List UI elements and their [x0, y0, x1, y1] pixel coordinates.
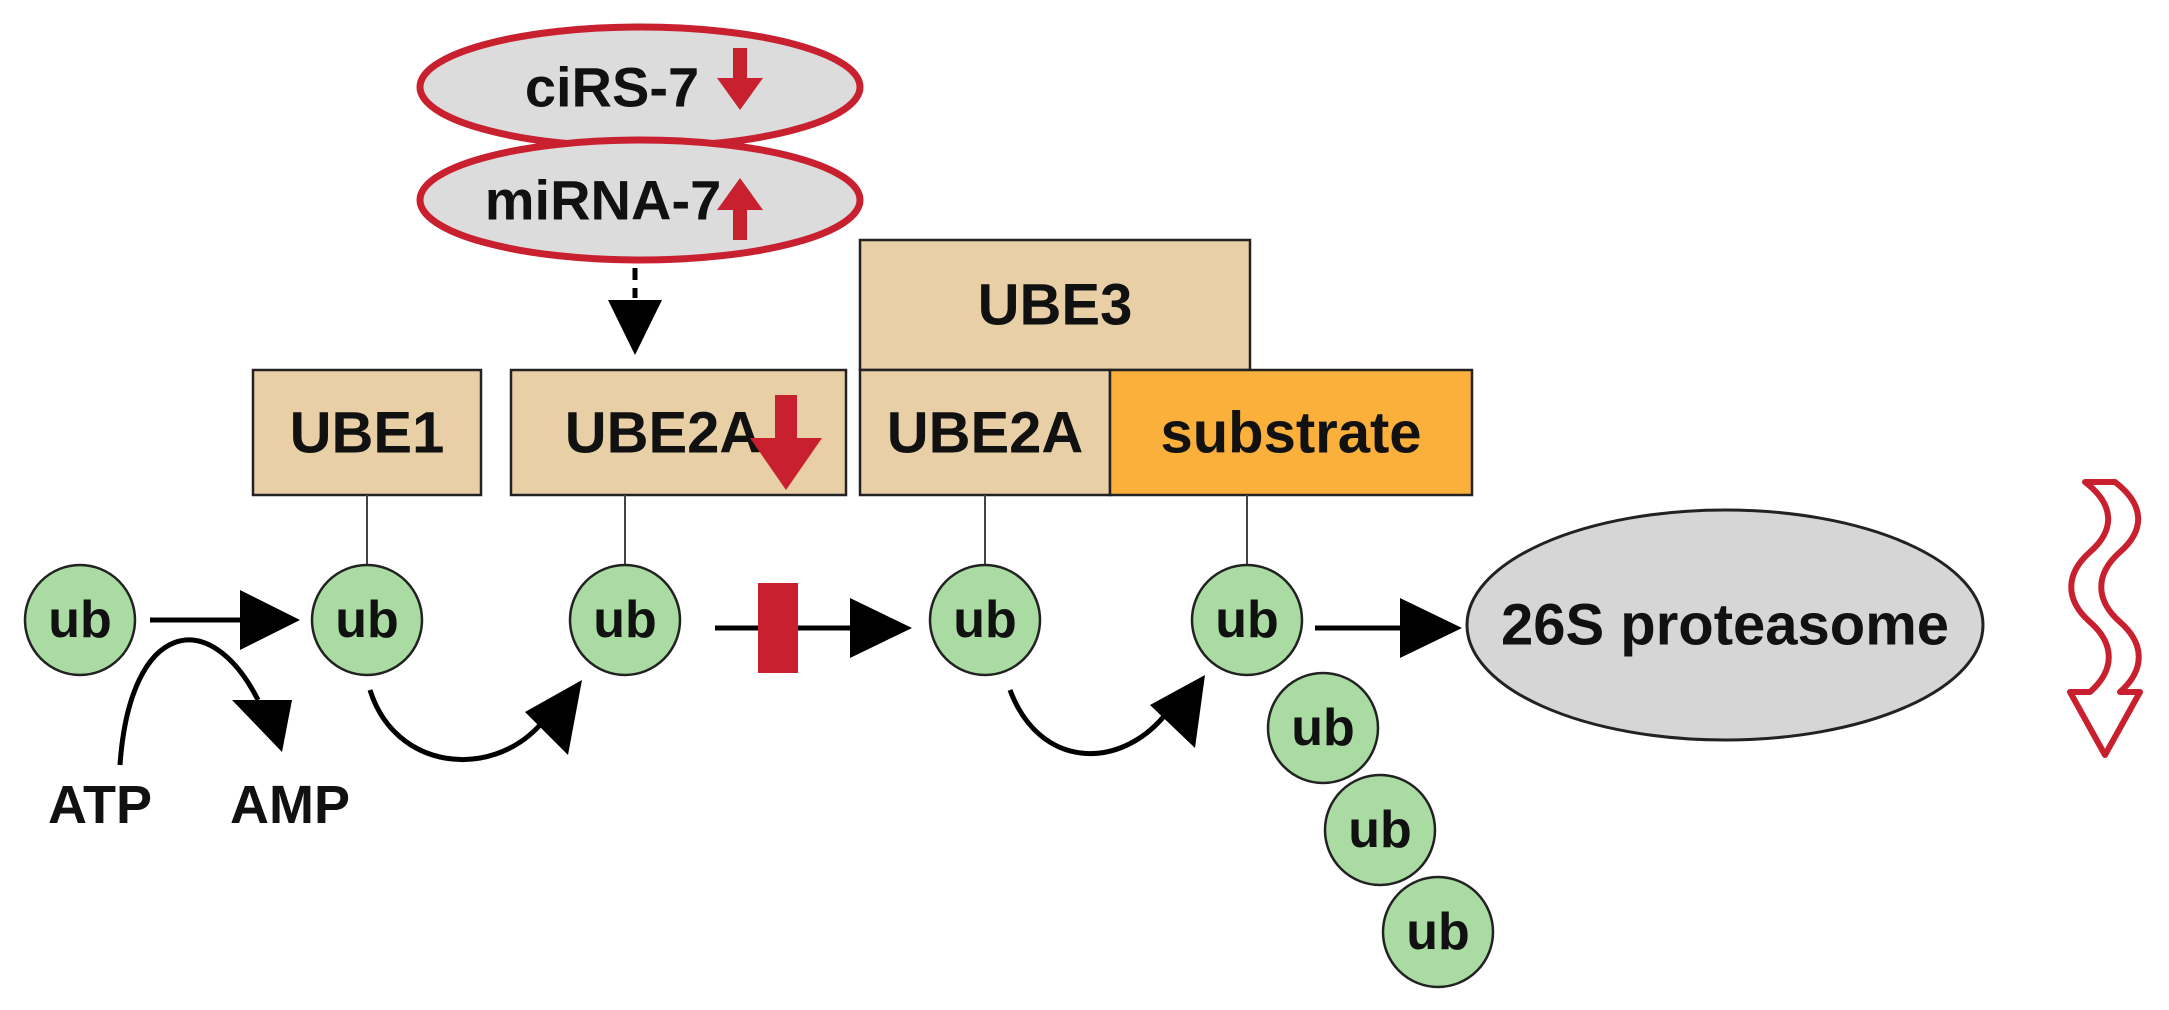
- proteasome-ellipse: [1465, 508, 1985, 742]
- atp-amp-curve: [117, 637, 292, 766]
- ub-chain-2: ub: [1323, 773, 1437, 887]
- ube2a-box: UBE2A: [509, 368, 848, 497]
- right-arrowhead-icon: [1400, 598, 1462, 658]
- red-down-arrow-icon: [750, 395, 822, 490]
- curved-arrowhead-icon: [525, 680, 582, 755]
- ube1-label: UBE1: [290, 401, 445, 466]
- proteasome-node: 26S proteasome: [1465, 508, 1985, 742]
- ub-label: ub: [48, 591, 112, 649]
- ub-label: ub: [335, 591, 399, 649]
- red-down-arrow-icon: [717, 48, 763, 110]
- curved-arrowhead-icon: [1150, 675, 1205, 748]
- right-arrowhead-icon: [850, 598, 912, 658]
- ub-label: ub: [1291, 699, 1355, 757]
- ub-label: ub: [1348, 801, 1412, 859]
- ub-label: ub: [1215, 591, 1279, 649]
- ub-label: ub: [953, 591, 1017, 649]
- ube3-label: UBE3: [978, 273, 1133, 338]
- atp-amp-arrowhead-icon: [232, 700, 292, 752]
- to-proteasome-arrow: [1315, 598, 1462, 658]
- mirna7-node: miRNA-7: [416, 136, 864, 264]
- ub-on-ube2a-complex: ub: [928, 563, 1042, 677]
- cirs7-label: ciRS-7: [525, 56, 699, 119]
- ub-on-ube2a: ub: [568, 563, 682, 677]
- wavy-degradation-arrow-icon: [2067, 479, 2143, 758]
- e2-to-substrate-transfer-arrow: [1007, 675, 1205, 757]
- ube1-box: UBE1: [251, 368, 483, 497]
- ub-on-substrate: ub: [1190, 563, 1304, 677]
- ub-chain-1: ub: [1266, 671, 1380, 785]
- right-arrowhead-icon: [240, 590, 300, 650]
- ube3-box: UBE3: [858, 238, 1252, 372]
- ub-chain-3: ub: [1381, 875, 1495, 989]
- substrate-box: substrate: [1108, 368, 1474, 497]
- amp-label: AMP: [230, 775, 350, 835]
- atp-label: ATP: [48, 775, 152, 835]
- substrate-label: substrate: [1160, 401, 1421, 466]
- activation-arrow: [150, 590, 300, 650]
- inhibition-bar-icon: [758, 583, 798, 673]
- down-arrowhead-icon: [608, 300, 662, 355]
- inhibited-transfer-arrow: [715, 583, 912, 673]
- ub-free: ub: [23, 563, 137, 677]
- cirs7-node: ciRS-7: [416, 23, 864, 151]
- ube2a-complex-box: UBE2A: [858, 368, 1112, 497]
- mirna-to-ube2a-arrow: [608, 268, 662, 355]
- e1-to-e2-transfer-arrow: [367, 680, 582, 762]
- proteasome-label: 26S proteasome: [1501, 593, 1949, 658]
- red-up-arrow-icon: [717, 178, 763, 240]
- mirna7-label: miRNA-7: [485, 169, 721, 232]
- ub-label: ub: [593, 591, 657, 649]
- ub-label: ub: [1406, 903, 1470, 961]
- mirna7-ellipse: [416, 136, 864, 264]
- ube2a-complex-label: UBE2A: [887, 401, 1084, 466]
- ub-on-ube1: ub: [310, 563, 424, 677]
- ube2a-label: UBE2A: [565, 401, 762, 466]
